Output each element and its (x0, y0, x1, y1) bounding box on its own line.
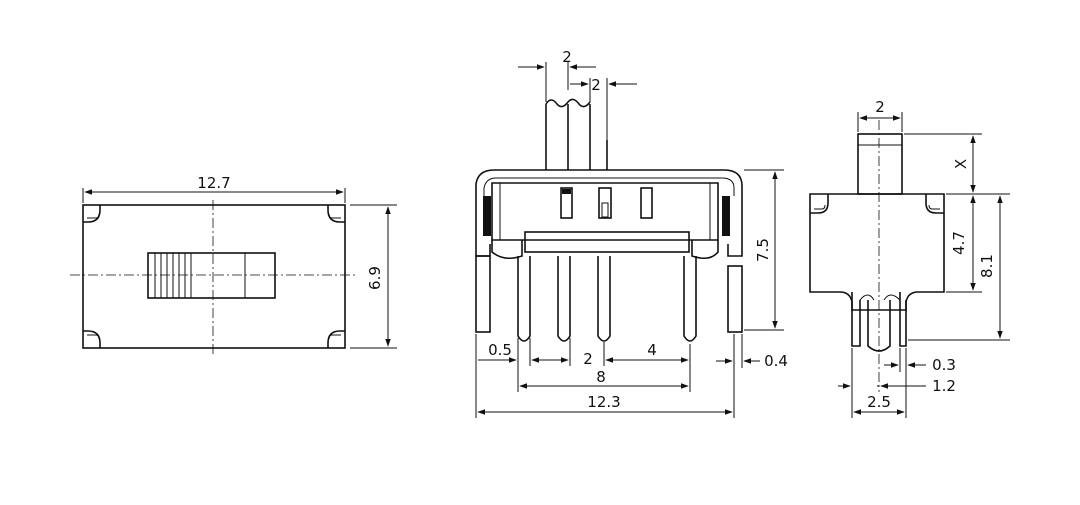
side-view-pin-thickness-label: 0.3 (932, 356, 956, 374)
front-view-height-label: 7.5 (754, 238, 772, 262)
top-view-height-label: 6.9 (366, 266, 384, 290)
front-view-double-pitch-label: 4 (647, 341, 657, 359)
front-view-pitch-label: 2 (583, 350, 593, 368)
front-view-left-band (483, 196, 491, 236)
front-view-edge-pin-label: 0.5 (488, 341, 512, 359)
front-view-total-width-dimension: 12.3 (477, 393, 733, 415)
front-view-pin-span-label: 8 (596, 368, 606, 386)
front-view-double-pitch-dimension: 4 (605, 341, 689, 363)
top-view: 12.7 6.9 (70, 174, 397, 354)
side-view-knob-height-label: X (952, 159, 970, 169)
front-view-height-dimension: 7.5 (744, 169, 784, 331)
top-view-corner-marks (83, 205, 345, 348)
side-view-knob (857, 133, 903, 195)
side-view-pin-span-dimension: 2.5 (853, 393, 905, 415)
side-view-pins (851, 292, 907, 352)
side-view-pin-offset-dimension: 1.2 (838, 377, 956, 395)
front-view-pin-span-dimension: 8 (519, 368, 689, 389)
front-view-slider (545, 98, 608, 170)
side-view-body-height-dimension: 4.7 (946, 195, 982, 293)
front-view-right-band (722, 196, 730, 236)
front-view-pin-thickness-label: 0.4 (764, 352, 788, 370)
front-view-total-width-label: 12.3 (587, 393, 620, 411)
side-view-knob-height-dimension: X (904, 133, 1010, 195)
top-view-width-dimension: 12.7 (82, 174, 346, 203)
top-view-height-dimension: 6.9 (350, 204, 397, 349)
side-view-total-height-dimension: 8.1 (908, 195, 1010, 341)
front-view-slider-width-dimension: 2 (518, 48, 596, 102)
front-view-slider-travel-dimension: 2 (570, 76, 637, 140)
front-view-frame (475, 169, 743, 196)
side-view-body (809, 193, 945, 311)
front-view-slider-travel-label: 2 (591, 76, 601, 94)
side-view: 2 X 4.7 8.1 0.3 (809, 98, 1010, 418)
side-view-knob-width-label: 2 (875, 98, 885, 116)
front-view-windows (560, 187, 653, 219)
side-view-total-height-label: 8.1 (978, 254, 996, 278)
front-view-base (524, 231, 690, 253)
front-view-right-leg (727, 196, 743, 257)
side-view-pin-thickness-dimension: 0.3 (884, 356, 956, 374)
side-view-knob-width-dimension: 2 (857, 98, 903, 132)
front-view-slider-width-label: 2 (562, 48, 572, 66)
side-view-pin-offset-label: 1.2 (932, 377, 956, 395)
front-view-pitch-dimension: 2 (531, 350, 593, 368)
side-view-pin-span-label: 2.5 (867, 393, 891, 411)
front-view-pin-thickness-dimension: 0.4 (716, 352, 788, 370)
side-view-corner-marks (810, 194, 944, 214)
front-view-edge-pin-dimension: 0.5 (478, 341, 517, 363)
top-view-slider (147, 252, 276, 299)
front-view: 2 2 7.5 0.5 (475, 48, 788, 418)
top-view-width-label: 12.7 (197, 174, 230, 192)
front-view-pins (517, 256, 697, 342)
side-view-body-height-label: 4.7 (950, 231, 968, 255)
top-view-body (82, 204, 346, 349)
